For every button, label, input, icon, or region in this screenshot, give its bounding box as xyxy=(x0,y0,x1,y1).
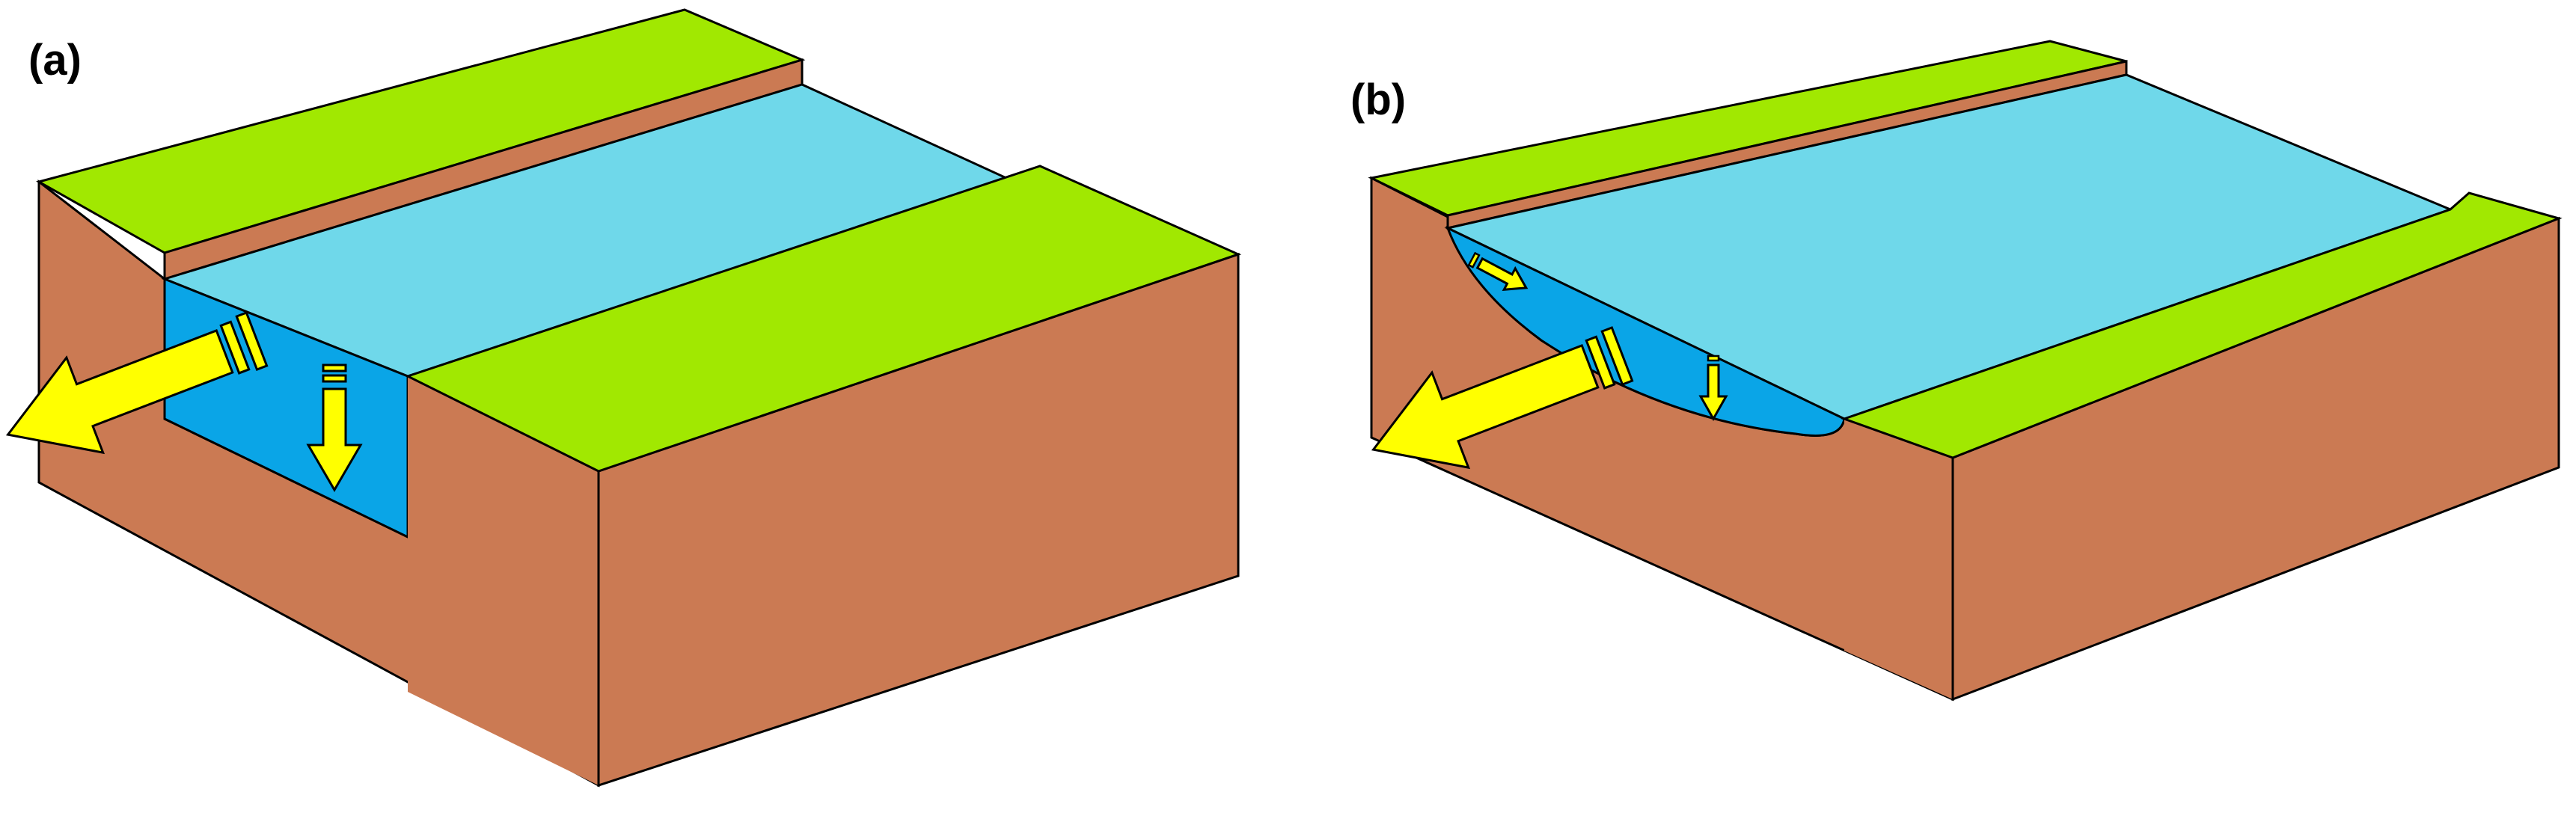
water-cross-section xyxy=(1445,226,1846,437)
panel-a: (a) xyxy=(5,8,1242,788)
right-bank-top xyxy=(1841,191,2563,459)
panel-label-b: (b) xyxy=(1350,76,1406,124)
panel-b: (b) xyxy=(1350,40,2563,702)
flow-arrow-vertical xyxy=(306,363,363,492)
right-bank-front-face xyxy=(408,376,599,785)
panel-label-a: (a) xyxy=(28,36,82,85)
flow-arrow-vertical xyxy=(1698,355,1728,422)
right-bank-front-face xyxy=(1844,419,1953,699)
flow-arrow-horizontal xyxy=(5,311,269,455)
flow-arrow-horizontal xyxy=(1371,326,1634,470)
flow-arrow-small-diagonal xyxy=(1467,251,1529,291)
right-bank-top xyxy=(405,165,1242,473)
